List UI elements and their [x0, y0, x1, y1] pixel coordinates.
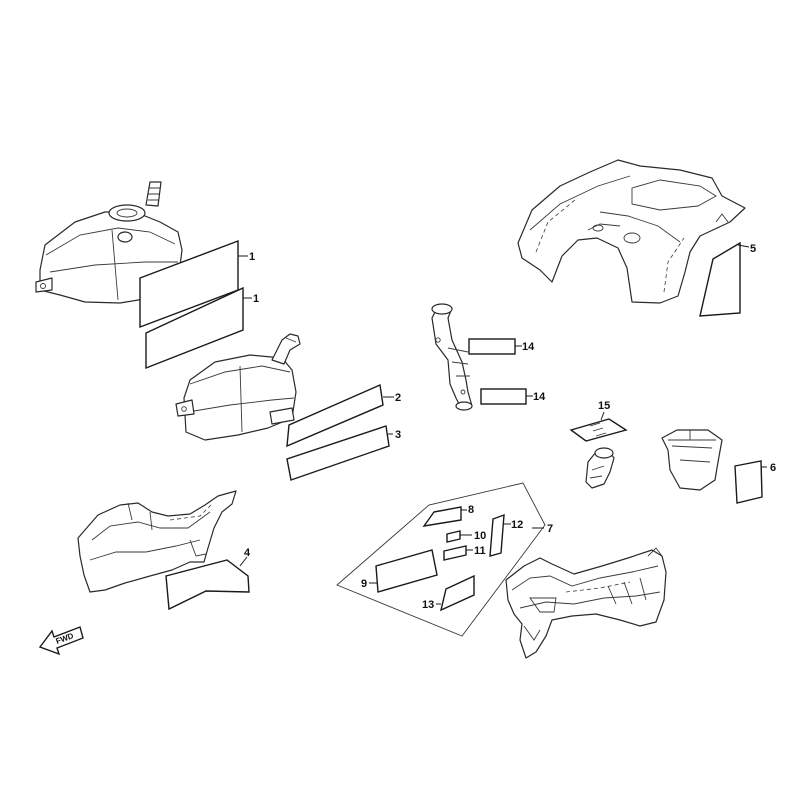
oil-tank: [175, 333, 301, 441]
sticker-14-lower: 14: [480, 388, 546, 405]
sticker-5: 5: [699, 241, 756, 317]
callout-1-upper: 1: [249, 251, 255, 263]
sticker-6: 6: [734, 460, 776, 504]
callout-6: 6: [770, 462, 776, 474]
decal-kit-7: 7: [336, 482, 553, 637]
callout-13: 13: [422, 599, 434, 611]
front-fender: [77, 490, 237, 593]
rear-fender: [517, 159, 746, 304]
sticker-8: 8: [422, 504, 474, 527]
sticker-1-lower: 1: [145, 286, 259, 370]
callout-10: 10: [474, 530, 486, 542]
elbow-fitting: [585, 447, 615, 489]
center-body-panel: [505, 547, 667, 659]
fwd-arrow-icon: FWD: [38, 626, 84, 656]
callout-9: 9: [361, 578, 367, 590]
sticker-15: 15: [569, 400, 628, 442]
callout-14-lower: 14: [533, 391, 546, 403]
callout-3: 3: [395, 429, 401, 441]
callout-4: 4: [244, 547, 251, 559]
callout-1-lower: 1: [253, 293, 259, 305]
callout-8: 8: [468, 504, 474, 516]
callout-12: 12: [511, 519, 523, 531]
storage-box: [661, 429, 723, 491]
sticker-2: 2: [286, 383, 401, 448]
callout-5: 5: [750, 243, 756, 255]
sticker-10: 10: [446, 530, 486, 543]
sticker-11: 11: [443, 545, 486, 561]
sticker-3: 3: [286, 425, 401, 481]
callout-7: 7: [547, 523, 553, 535]
sticker-9: 9: [361, 549, 438, 593]
sticker-14-upper: 14: [468, 338, 535, 355]
sticker-13: 13: [422, 574, 475, 612]
filler-hose: [431, 303, 473, 411]
sticker-4: 4: [165, 547, 251, 611]
sticker-12: 12: [489, 513, 523, 557]
callout-2: 2: [395, 392, 401, 404]
callout-15: 15: [598, 400, 610, 412]
callout-11: 11: [474, 545, 486, 557]
callout-14-upper: 14: [522, 341, 535, 353]
